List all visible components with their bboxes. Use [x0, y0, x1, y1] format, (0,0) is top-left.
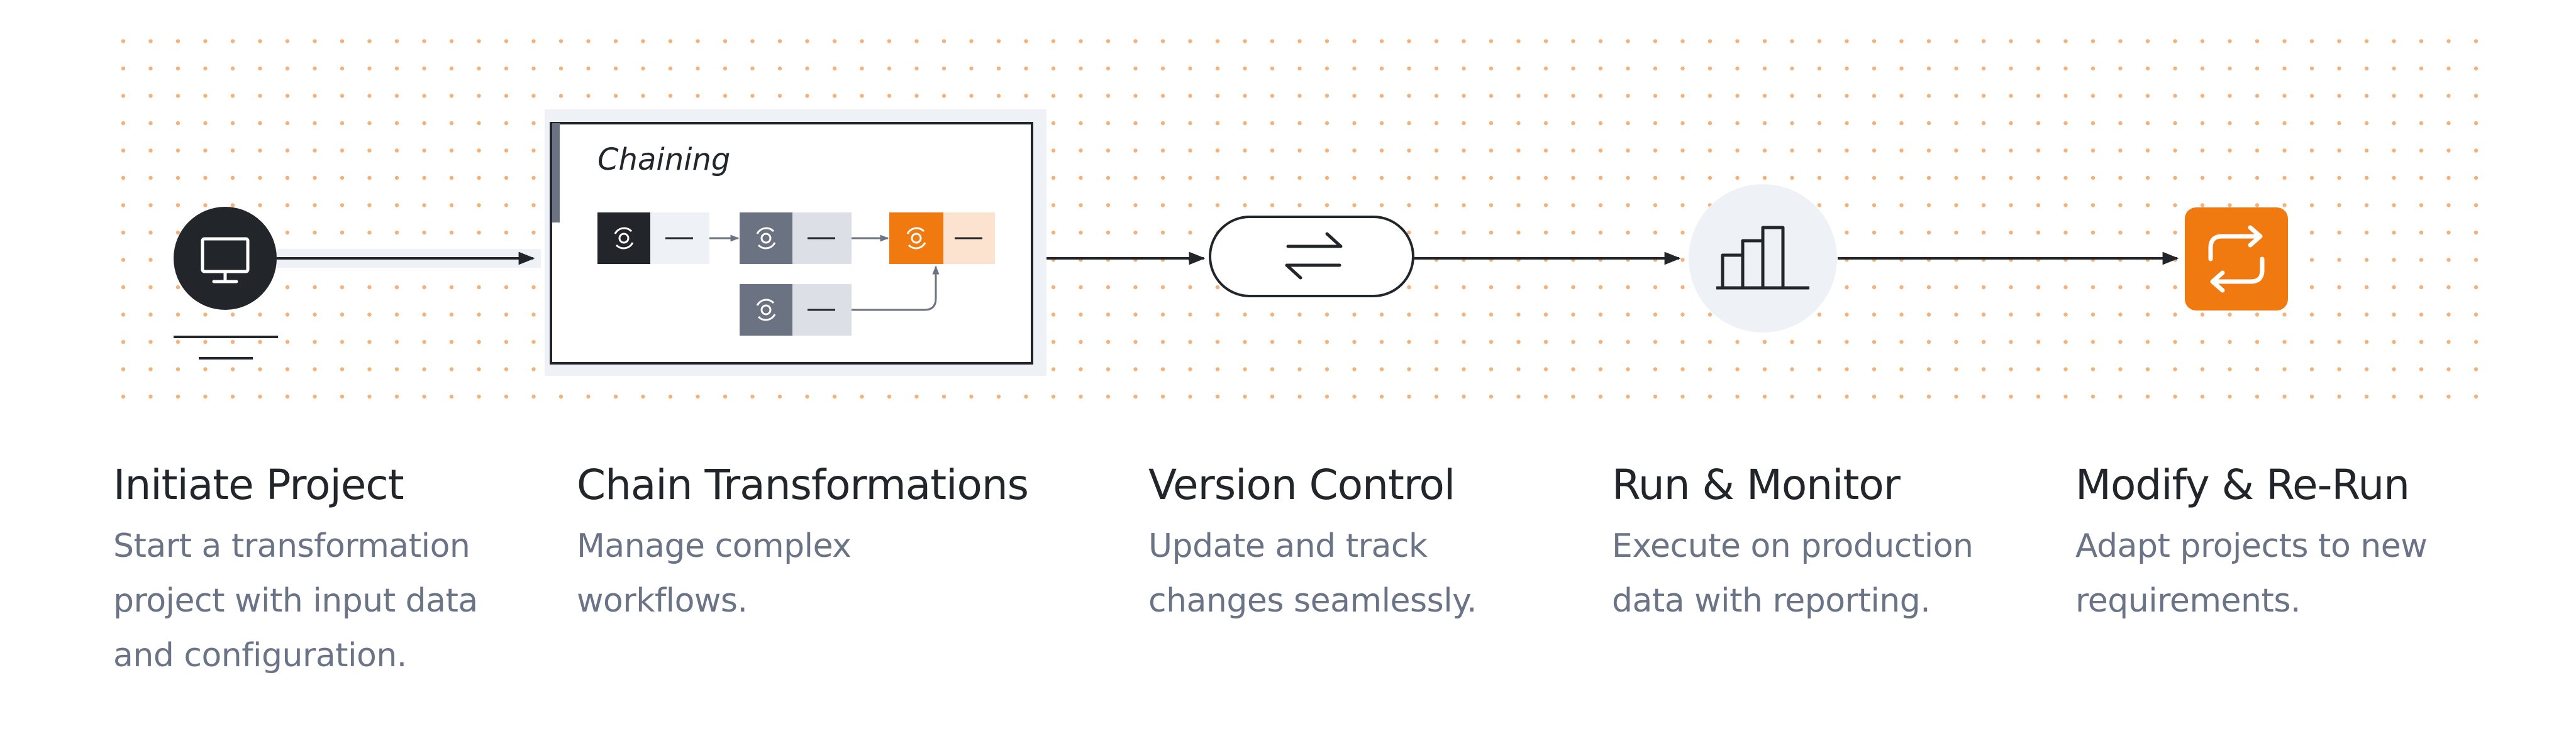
step-modify-graphic	[2185, 207, 2288, 310]
step-chain-transformations: Chain Transformations Manage complex wor…	[577, 459, 1029, 629]
step-chain-graphic: Chaining	[545, 109, 1206, 376]
step-run-monitor: Run & Monitor Execute on production data…	[1612, 459, 2027, 629]
step-title: Version Control	[1148, 461, 1455, 509]
transform-icon	[906, 227, 926, 250]
step-title: Modify & Re-Run	[2075, 461, 2410, 509]
step-run-graphic	[1689, 184, 2179, 332]
chain-node-3-icon-box	[889, 212, 943, 264]
chaining-label: Chaining	[597, 142, 730, 177]
step-modify-rerun: Modify & Re-Run Adapt projects to new re…	[2075, 459, 2490, 629]
monitor-icon-circle	[174, 207, 277, 310]
transform-icon	[614, 227, 634, 250]
chain-merge-arrow	[852, 265, 940, 311]
step-initiate-graphic	[174, 207, 541, 360]
step-description: Execute on production data with reportin…	[1612, 527, 1974, 620]
step-description: Adapt projects to new requirements.	[2075, 527, 2428, 620]
swap-arrows-icon	[1285, 232, 1343, 280]
repeat-icon	[2208, 225, 2265, 293]
chain-node-1-icon-box	[597, 212, 650, 264]
monitor-icon	[201, 237, 250, 283]
step-version-control: Version Control Update and track changes…	[1148, 459, 1563, 629]
transform-icon	[756, 227, 776, 250]
step-initiate-project: Initiate Project Start a transformation …	[113, 459, 528, 683]
bar-chart-icon	[1716, 226, 1809, 290]
step-description: Manage complex workflows.	[577, 527, 852, 620]
step-version-graphic	[1209, 216, 1681, 297]
chain-node-2-icon-box	[740, 212, 792, 264]
chaining-panel-accent	[552, 123, 560, 222]
transform-icon	[756, 299, 776, 321]
repeat-icon-box	[2185, 207, 2288, 310]
step-title: Initiate Project	[113, 461, 404, 509]
step-description: Start a transformation project with inpu…	[113, 527, 478, 674]
step-description: Update and track changes seamlessly.	[1148, 527, 1477, 620]
step-title: Chain Transformations	[577, 461, 1029, 509]
chain-node-4-icon-box	[740, 284, 792, 336]
step-title: Run & Monitor	[1612, 461, 1901, 509]
version-pill	[1209, 216, 1414, 297]
